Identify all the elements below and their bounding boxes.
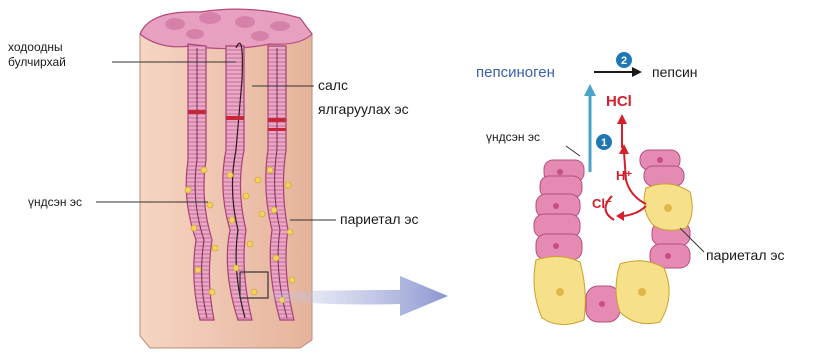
label-parietal-cell-right: париетал эс <box>706 247 785 263</box>
label-parietal-cell-left: париетал эс <box>340 211 419 227</box>
step2-label: 2 <box>621 55 627 67</box>
label-pepsinogen: пепсиноген <box>476 64 555 81</box>
label-hcl: HCl <box>606 93 632 110</box>
step1-label: 1 <box>601 137 607 149</box>
secretion-arrowhead <box>584 84 596 96</box>
label-h-ion: H⁺ <box>616 168 632 183</box>
conversion-arrowhead <box>632 67 642 77</box>
label-gastric-gland-line1: ходоодны <box>8 40 63 54</box>
gland-closeup <box>534 150 692 325</box>
label-cl-ion: Cl⁻ <box>592 196 612 211</box>
label-pepsin: пепсин <box>652 64 698 80</box>
label-gastric-gland-line2: булчирхай <box>8 55 66 69</box>
label-mucous-cell-line1: салс <box>318 77 348 93</box>
label-chief-cell-left: үндсэн эс <box>28 195 82 209</box>
label-chief-cell-right: үндсэн эс <box>486 130 540 144</box>
label-mucous-cell-line2: ялгаруулах эс <box>318 101 409 117</box>
